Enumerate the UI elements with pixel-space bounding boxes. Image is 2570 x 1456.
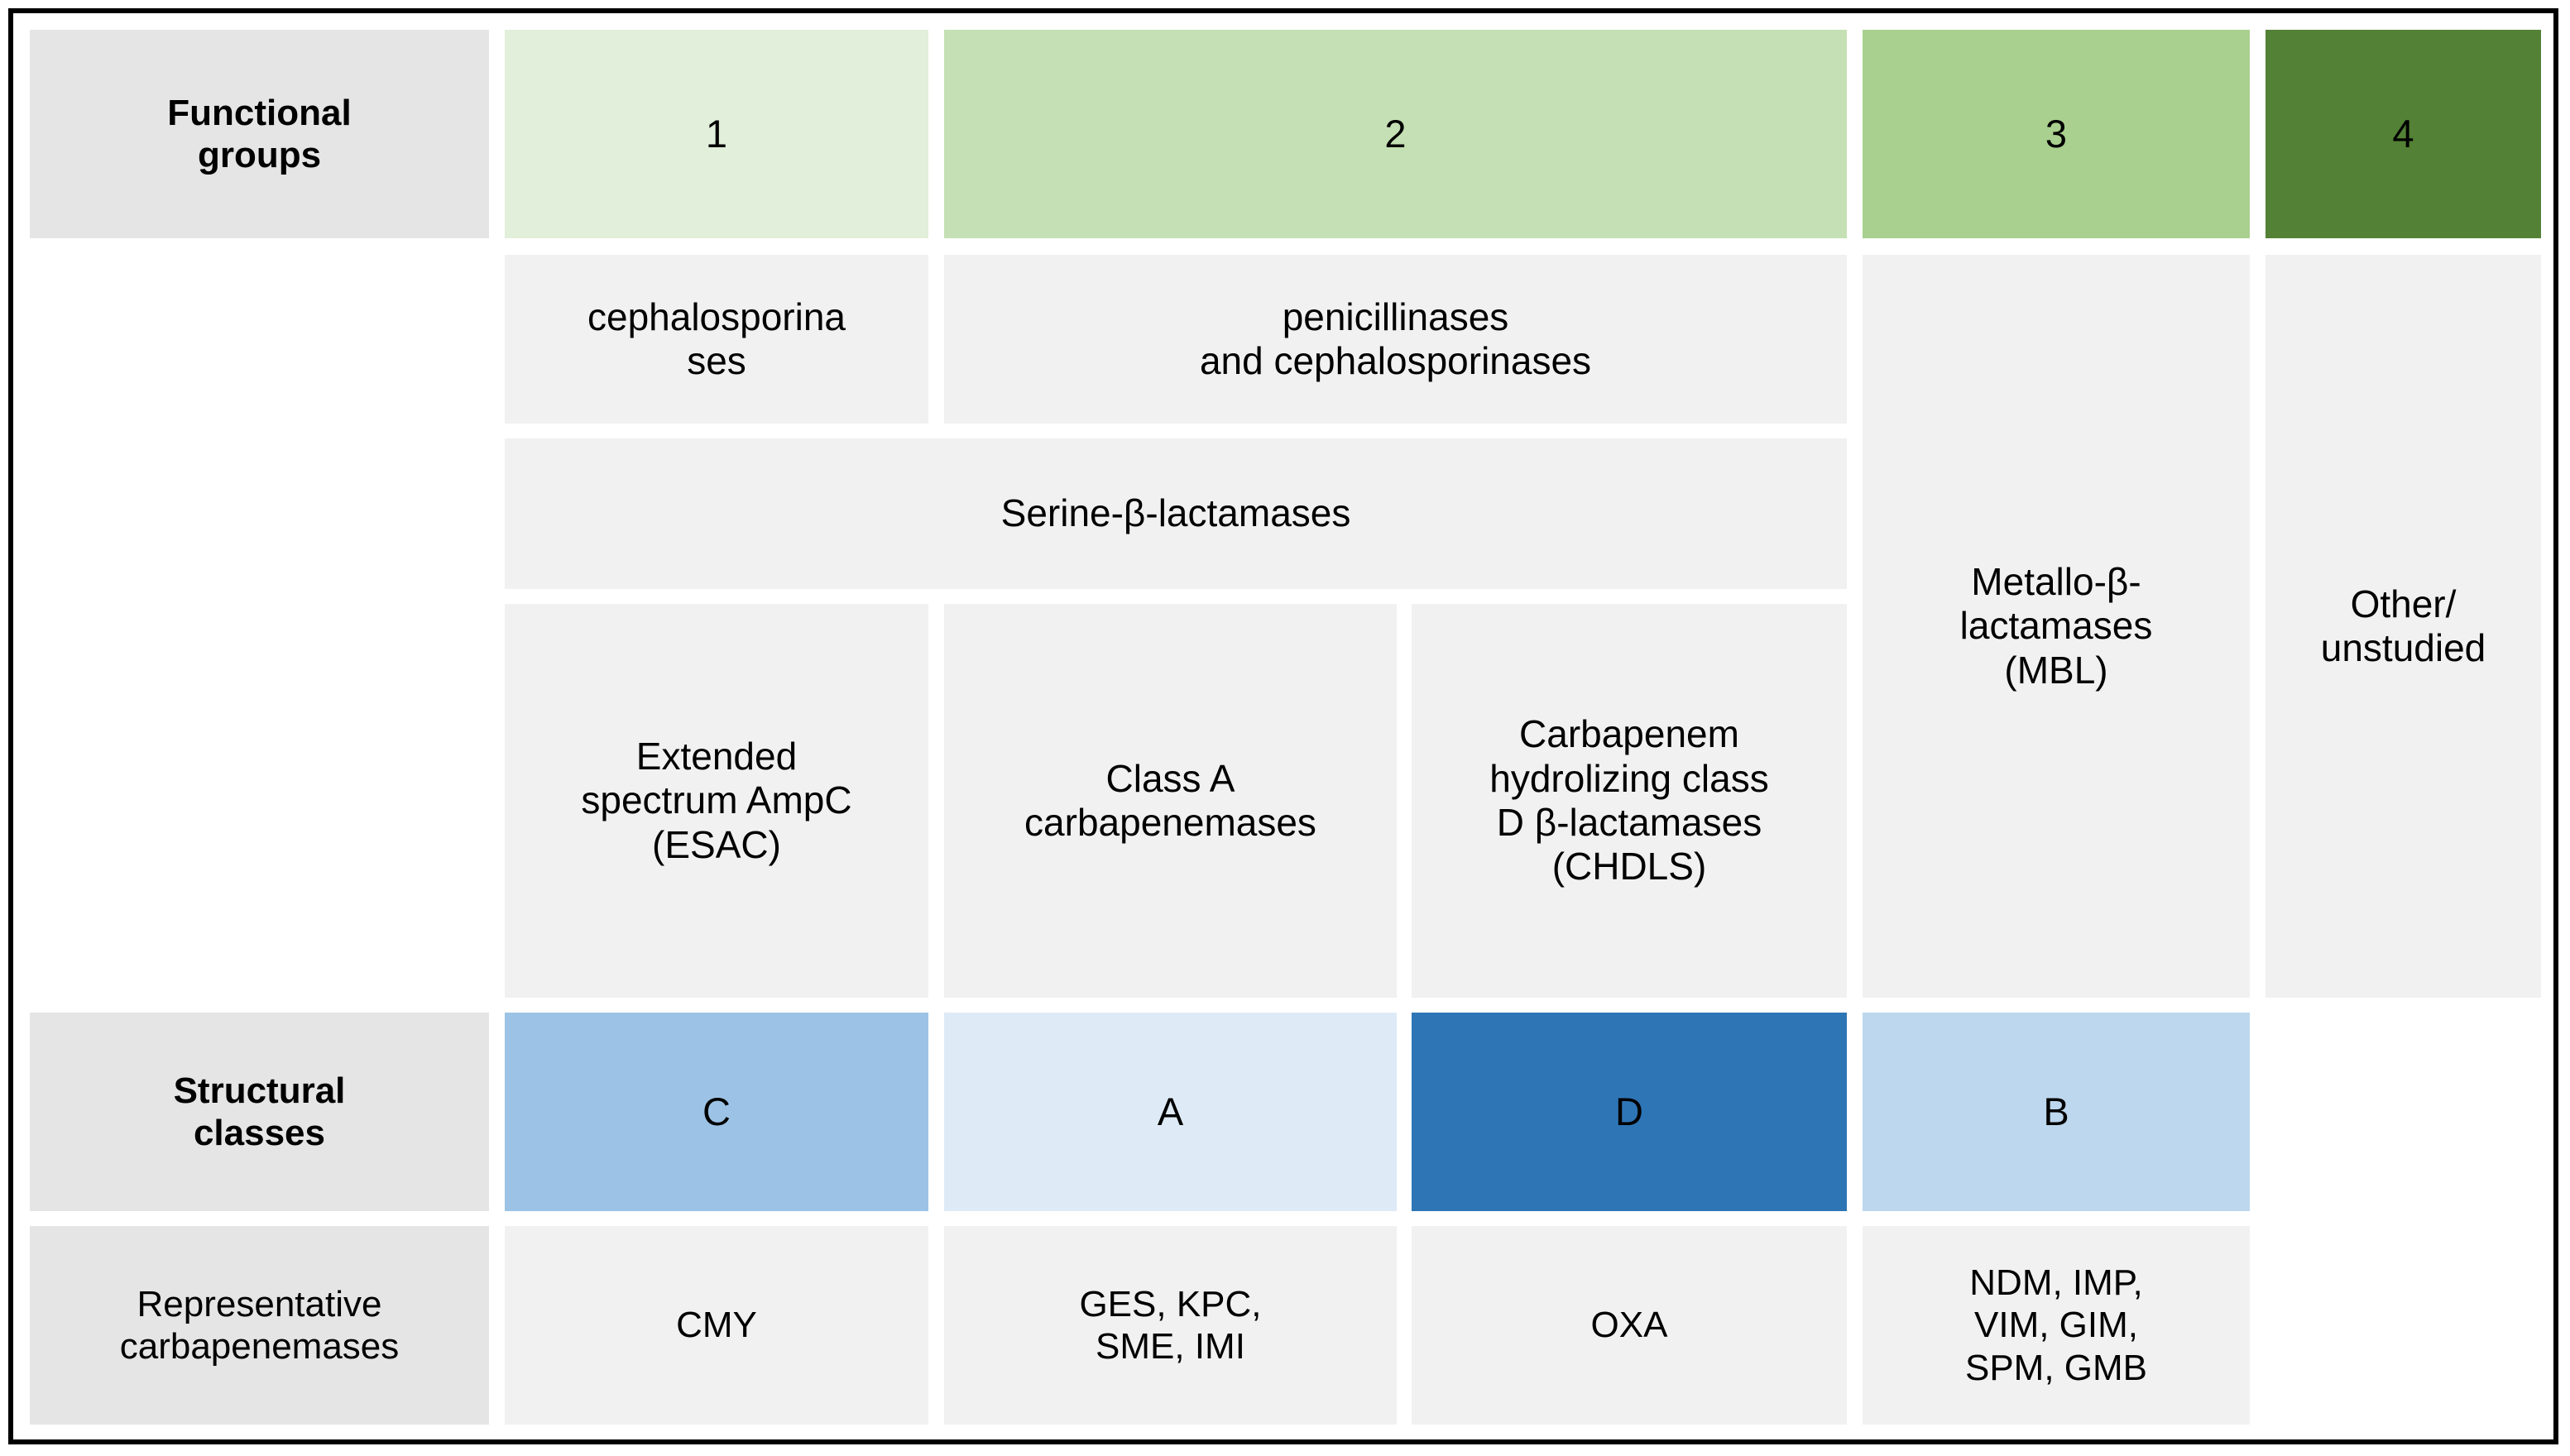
functional-group-3: 3 — [1863, 30, 2250, 238]
subgroup-chdls: Carbapenem hydrolizing class D β-lactama… — [1412, 604, 1847, 998]
functional-group-1: 1 — [505, 30, 928, 238]
row-label-representative-carbapenemases: Representative carbapenemases — [30, 1226, 489, 1425]
subgroup-class-a-carbapenemases: Class A carbapenemases — [944, 604, 1397, 998]
functional-group-2: 2 — [944, 30, 1847, 238]
row-label-structural-classes: Structural classes — [30, 1013, 489, 1211]
group-other-unstudied: Other/ unstudied — [2266, 255, 2541, 998]
group-metallo-beta-lactamases: Metallo-β- lactamases (MBL) — [1863, 255, 2250, 998]
structural-class-c: C — [505, 1013, 928, 1211]
representative-carbapenemase-class-a: GES, KPC, SME, IMI — [944, 1226, 1397, 1425]
structural-class-d: D — [1412, 1013, 1847, 1211]
functional-group-4: 4 — [2266, 30, 2541, 238]
enzyme-type-cephalosporinases: cephalosporina ses — [505, 255, 928, 424]
representative-carbapenemase-oxa: OXA — [1412, 1226, 1847, 1425]
row-label-functional-groups: Functional groups — [30, 30, 489, 238]
table-frame: Functional groups 1 2 3 4 cephalosporina… — [8, 8, 2558, 1444]
enzyme-type-penicillinases: penicillinases and cephalosporinases — [944, 255, 1847, 424]
serine-beta-lactamases-band: Serine-β-lactamases — [505, 438, 1847, 589]
subgroup-esac: Extended spectrum AmpC (ESAC) — [505, 604, 928, 998]
structural-class-b: B — [1863, 1013, 2250, 1211]
representative-carbapenemase-mbl: NDM, IMP, VIM, GIM, SPM, GMB — [1863, 1226, 2250, 1425]
representative-carbapenemase-cmy: CMY — [505, 1226, 928, 1425]
structural-class-a: A — [944, 1013, 1397, 1211]
